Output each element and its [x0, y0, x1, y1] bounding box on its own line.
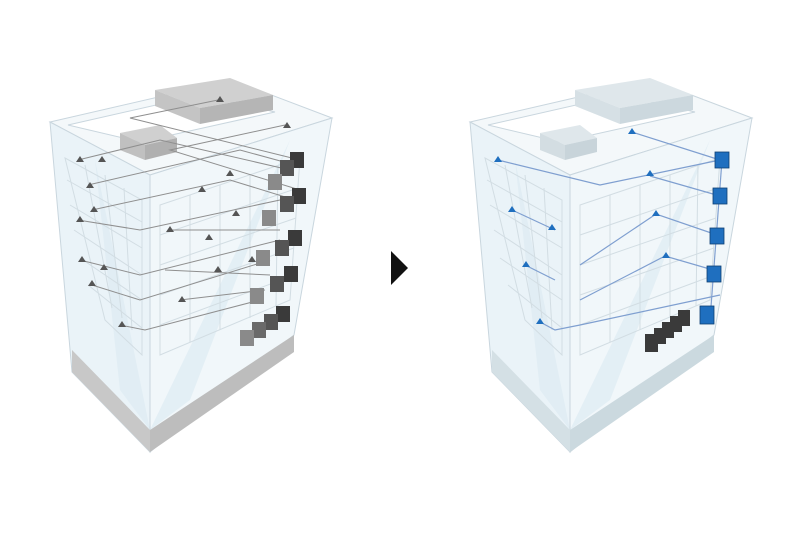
indoor-units-blue [494, 128, 670, 324]
rooftop-units [120, 78, 273, 160]
base-band [492, 350, 570, 452]
building-after [469, 78, 753, 453]
outdoor-units-blue [699, 151, 730, 325]
outdoor-units-dark [645, 310, 690, 352]
arrow-right-icon [391, 251, 408, 285]
building-before [49, 78, 333, 453]
base-band [72, 350, 150, 452]
pipes-grey [77, 99, 301, 331]
outdoor-units-grey [240, 152, 306, 346]
indoor-units-grey [76, 96, 291, 327]
rooftop-units [540, 78, 693, 160]
